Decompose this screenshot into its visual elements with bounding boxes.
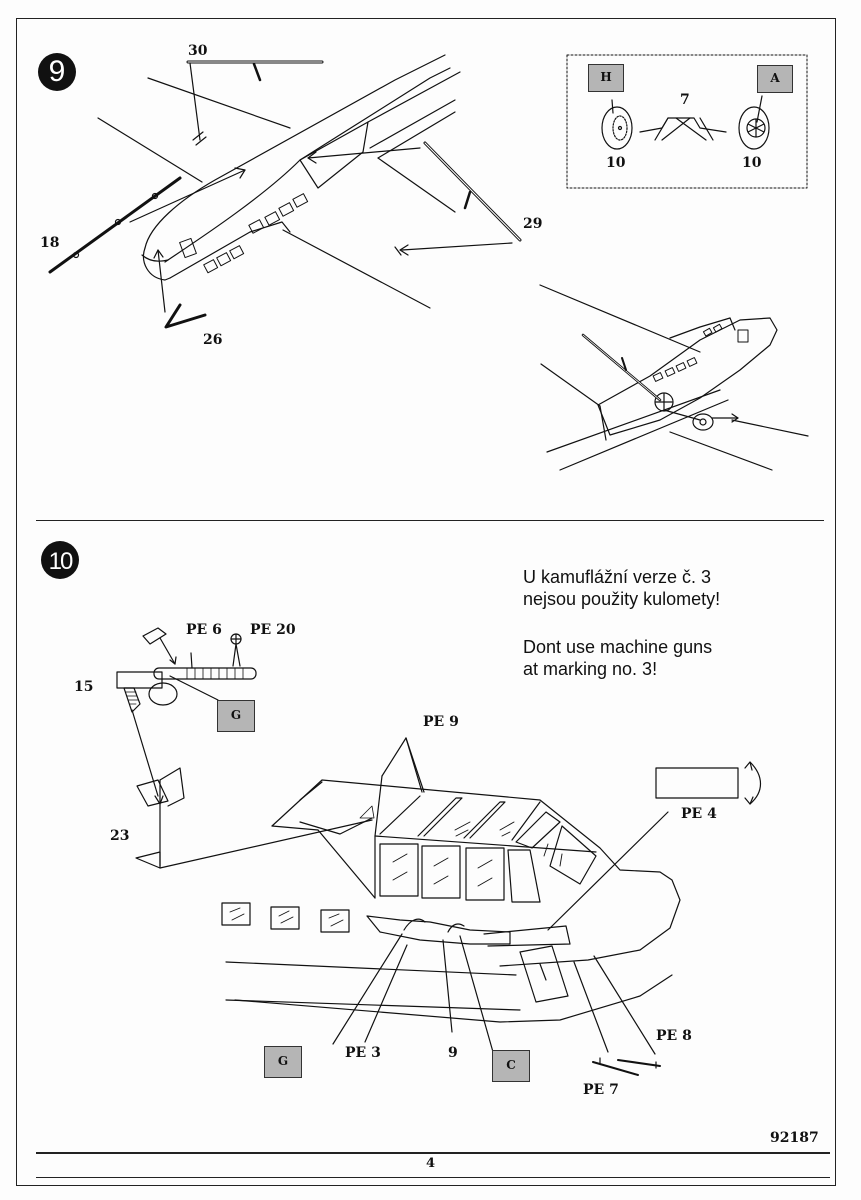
note-czech-line-1: U kamuflážní verze č. 3: [523, 567, 712, 587]
part-pe7-label: PE 7: [583, 1082, 619, 1098]
page-number: 4: [426, 1156, 436, 1171]
part-7-label: 7: [680, 92, 690, 108]
footer-rule-top: [36, 1152, 830, 1154]
paint-code-g-lower: G: [264, 1046, 302, 1078]
part-18-label: 18: [40, 235, 60, 251]
footer-rule-bottom: [36, 1177, 830, 1178]
paint-code-c: C: [492, 1050, 530, 1082]
part-pe4-label: PE 4: [681, 806, 717, 822]
part-15-label: 15: [74, 679, 94, 695]
paint-code-a: A: [757, 65, 793, 93]
step-divider: [36, 520, 824, 521]
part-30-label: 30: [188, 43, 208, 59]
part-9-label: 9: [448, 1045, 458, 1061]
part-pe3-label: PE 3: [345, 1045, 381, 1061]
part-23-label: 23: [110, 828, 130, 844]
note-czech-line-2: nejsou použity kulomety!: [523, 589, 721, 609]
step-9-badge: 9: [38, 53, 76, 91]
step-10-badge: 10: [41, 541, 79, 579]
part-pe6-label: PE 6: [186, 622, 222, 638]
part-26-label: 26: [203, 332, 223, 348]
part-10-left-label: 10: [606, 155, 626, 171]
part-pe8-label: PE 8: [656, 1028, 692, 1044]
note-english-line-1: Dont use machine guns: [523, 637, 713, 657]
page-frame: [16, 18, 836, 1186]
note-english-line-2: at marking no. 3!: [523, 659, 658, 679]
part-10-right-label: 10: [742, 155, 762, 171]
step-10-number: 10: [48, 548, 74, 575]
paint-code-g-gun: G: [217, 700, 255, 732]
step-9-number: 9: [48, 55, 66, 88]
catalog-number: 92187: [770, 1130, 819, 1146]
part-29-label: 29: [523, 216, 543, 232]
paint-code-h: H: [588, 64, 624, 92]
part-pe9-label: PE 9: [423, 714, 459, 730]
part-pe20-label: PE 20: [250, 622, 296, 638]
note-english: Dont use machine guns at marking no. 3!: [523, 636, 712, 680]
note-czech: U kamuflážní verze č. 3 nejsou použity k…: [523, 566, 720, 610]
